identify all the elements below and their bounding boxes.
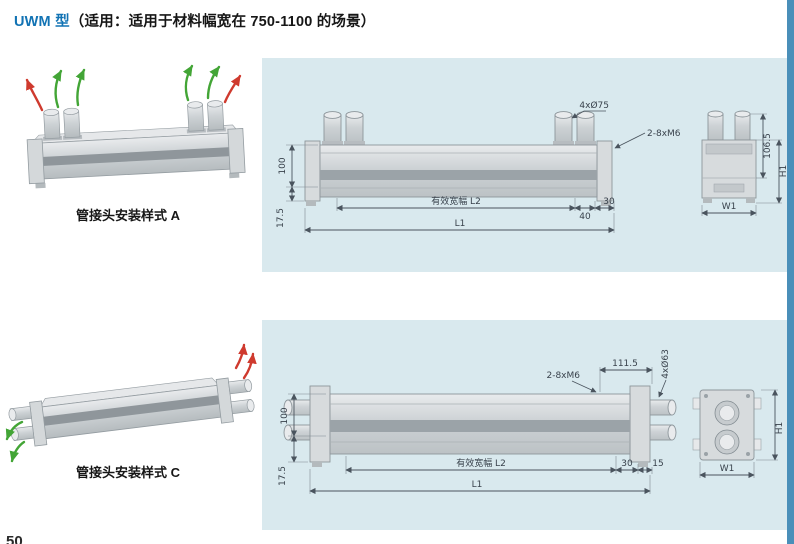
dim-w1-c: W1 bbox=[720, 464, 735, 474]
product-render-c bbox=[5, 343, 257, 463]
airflow-arrow bbox=[223, 74, 242, 104]
dim-offset1-a: 40 bbox=[579, 212, 591, 222]
callout-thread-a: 2-8xM6 bbox=[647, 129, 681, 139]
dimensions-side-c: 2-8xM6 111.5 4xØ63 100 17.5 bbox=[278, 349, 671, 495]
dim-height-c: 100 bbox=[280, 407, 290, 424]
photo-label-c: 管接头安装样式 C bbox=[75, 465, 180, 480]
airflow-arrow bbox=[25, 78, 44, 112]
page-number: 50 bbox=[6, 533, 23, 544]
dim-h1-c: H1 bbox=[775, 422, 785, 435]
dim-bottom-c: 17.5 bbox=[278, 466, 288, 486]
airflow-arrows-right bbox=[182, 64, 242, 104]
airflow-arrow bbox=[206, 65, 221, 100]
model-name: UWM 型 bbox=[14, 14, 70, 30]
callout-pipe-dia-c: 4xØ63 bbox=[660, 349, 671, 379]
airflow-arrow bbox=[5, 420, 24, 441]
dim-offset2-a: 30 bbox=[603, 197, 615, 207]
pipe-connectors bbox=[42, 100, 226, 141]
callout-pipe-dia-a: 4xØ75 bbox=[579, 100, 609, 111]
technical-drawing-a: 4xØ75 2-8xM6 100 17.5 有效宽幅 L2 bbox=[276, 100, 789, 234]
dim-effective-width-a: 有效宽幅 L2 bbox=[431, 195, 481, 207]
airflow-arrows-left bbox=[25, 68, 86, 112]
page-edge-bar bbox=[787, 0, 794, 544]
airflow-arrows-left bbox=[5, 420, 26, 463]
airflow-arrow bbox=[234, 343, 248, 370]
airflow-arrow bbox=[9, 440, 26, 463]
drawing-panel-c: 2-8xM6 111.5 4xØ63 100 17.5 bbox=[262, 320, 788, 530]
dim-end-offset-c: 111.5 bbox=[612, 359, 638, 369]
side-view-c bbox=[283, 385, 677, 467]
dim-bottom-a: 17.5 bbox=[276, 208, 286, 228]
end-view-c: H1 W1 bbox=[692, 389, 785, 479]
dim-top-height-a: 106.5 bbox=[763, 133, 773, 159]
dimensions-side-a: 4xØ75 2-8xM6 100 17.5 有效宽幅 L2 bbox=[276, 100, 681, 234]
dim-offset2-c: 15 bbox=[652, 459, 663, 469]
callout-thread-c: 2-8xM6 bbox=[546, 371, 580, 381]
dim-offset1-c: 30 bbox=[621, 459, 633, 469]
dim-h1-a: H1 bbox=[779, 165, 788, 178]
end-view-a: 106.5 H1 W1 bbox=[701, 110, 789, 217]
dim-height-a: 100 bbox=[278, 157, 288, 174]
title-scope: （适用：适用于材料幅宽在 750-1100 的场景） bbox=[69, 14, 376, 30]
airflow-arrow bbox=[75, 68, 86, 107]
drawing-panel-a: 4xØ75 2-8xM6 100 17.5 有效宽幅 L2 bbox=[262, 58, 789, 272]
page-title: UWM 型（适用：适用于材料幅宽在 750-1100 的场景） bbox=[14, 10, 376, 31]
pipe-connectors-top bbox=[322, 111, 596, 145]
airflow-arrows-right bbox=[234, 343, 257, 380]
dim-w1-a: W1 bbox=[722, 202, 737, 212]
dim-total-length-a: L1 bbox=[455, 219, 466, 229]
machine-body bbox=[26, 100, 246, 189]
airflow-arrow bbox=[52, 69, 63, 109]
product-render-a bbox=[25, 64, 246, 189]
side-view-a bbox=[304, 111, 613, 206]
photo-label-a: 管接头安装样式 A bbox=[75, 208, 180, 223]
dim-effective-width-c: 有效宽幅 L2 bbox=[456, 457, 506, 469]
airflow-arrow bbox=[182, 64, 194, 102]
machine-body bbox=[8, 377, 255, 447]
airflow-arrow bbox=[242, 352, 257, 380]
dim-total-length-c: L1 bbox=[472, 480, 483, 490]
technical-drawing-c: 2-8xM6 111.5 4xØ63 100 17.5 bbox=[278, 349, 785, 495]
